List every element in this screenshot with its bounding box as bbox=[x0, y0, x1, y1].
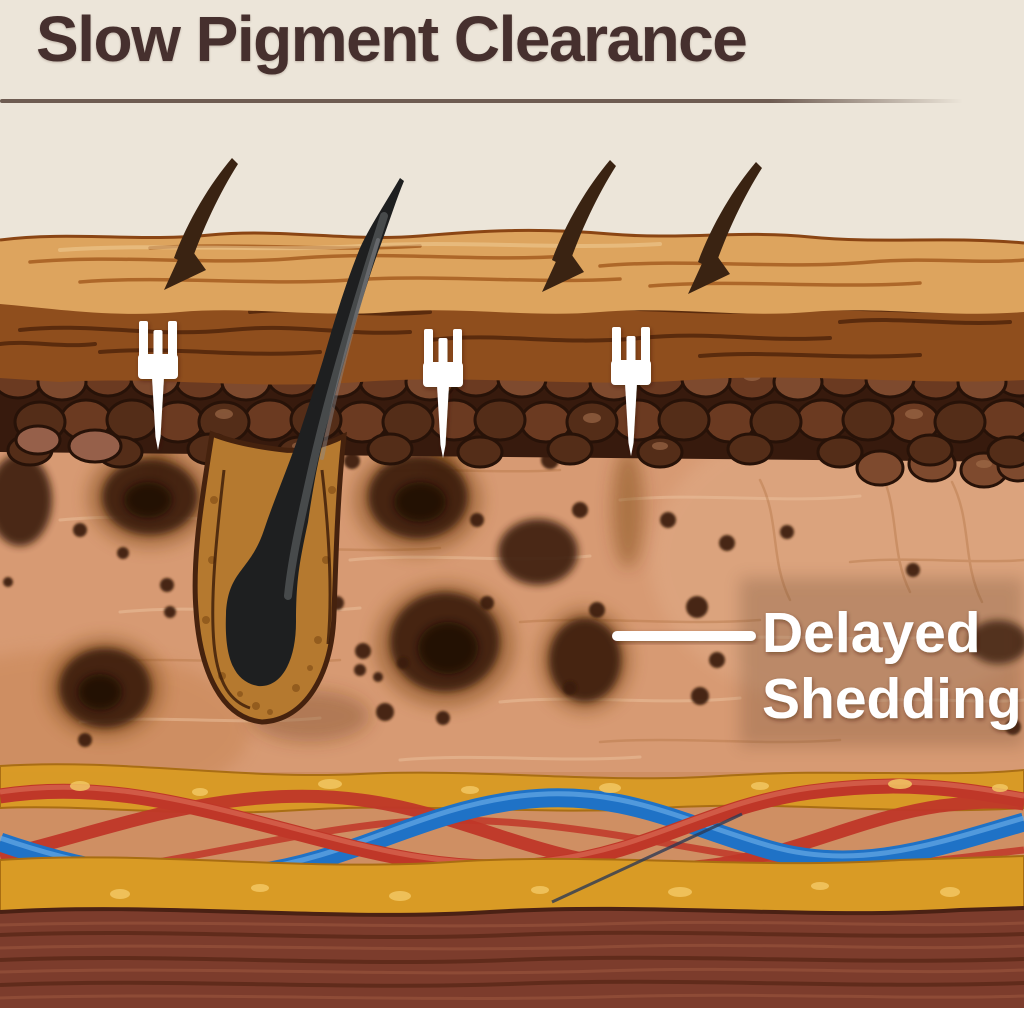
hair-highlight bbox=[284, 212, 388, 600]
hair-follicle bbox=[192, 178, 404, 725]
bottom-margin bbox=[0, 1008, 1024, 1024]
page-title: Slow Pigment Clearance bbox=[36, 3, 748, 75]
skin-surface-outline bbox=[0, 228, 1024, 245]
fat-speckles bbox=[70, 779, 1008, 901]
pigment-deposits bbox=[0, 423, 1024, 747]
filament bbox=[551, 812, 743, 904]
annotation-leader-line bbox=[612, 631, 756, 641]
annotation-backdrop bbox=[740, 578, 1024, 746]
annotation-line1: Delayed bbox=[762, 601, 981, 665]
stratum-corneum-layer bbox=[0, 228, 1024, 314]
annotation-line2: Shedding bbox=[762, 667, 1022, 731]
muscle-layer bbox=[0, 906, 1024, 1024]
subcutaneous-layer bbox=[0, 763, 1024, 919]
annotation-delayed-shedding: Delayed Shedding bbox=[612, 578, 1024, 746]
title-divider bbox=[0, 99, 963, 103]
